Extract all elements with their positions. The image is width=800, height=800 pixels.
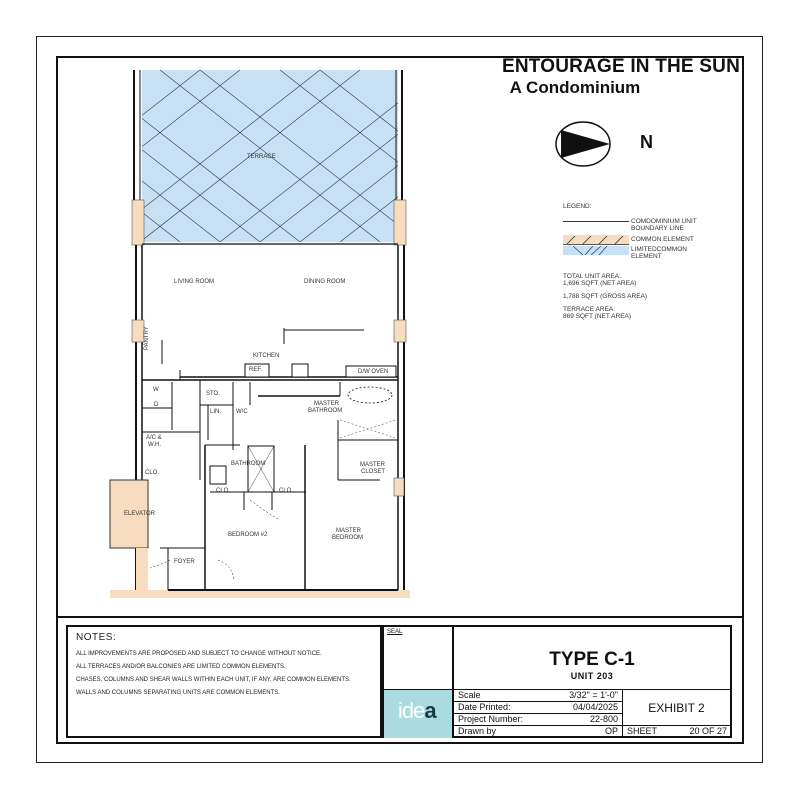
project-number-row: Project Number: 22-800 (454, 713, 622, 725)
legend-label: BOUNDARY LINE (631, 225, 684, 232)
notes-title: NOTES: (76, 632, 117, 643)
appliance-ref: REF. (249, 367, 263, 373)
title-block-info: Scale 3/32" = 1'-0" Date Printed: 04/04/20… (454, 689, 622, 737)
row-value: 22-800 (589, 714, 618, 724)
appliance-dw-oven: D/W OVEN (358, 369, 389, 375)
gross-area: 1,788 SQFT (GROSS AREA) (563, 293, 648, 300)
terrace-area-label: TERRACE AREA: (563, 306, 616, 313)
row-value: 04/04/2025 (572, 702, 618, 712)
room-dryer: D (154, 402, 159, 408)
legend: LEGEND: COMDOMINIUM UNIT BOUNDARY LINE C… (563, 203, 743, 333)
row-key: Drawn by (458, 726, 497, 736)
note-item: CHASES, COLUMNS AND SHEAR WALLS WITHIN E… (76, 677, 351, 683)
sheet-label: SHEET (627, 726, 658, 736)
legend-label: LIMITEDCOMMON (631, 246, 687, 253)
room-closet-3: CLO. (279, 488, 294, 494)
note-item: ALL IMPROVEMENTS ARE PROPOSED AND SUBJEC… (76, 651, 322, 657)
title-block: SEAL idea TYPE C-1 UNIT 203 Scale 3/32" =… (382, 625, 732, 738)
unit-type: TYPE C-1 (549, 649, 635, 670)
total-area-label: TOTAL UNIT AREA: (563, 273, 621, 280)
drawn-by-row: Drawn by OP (454, 725, 622, 737)
room-master-bath-2: BATHROOM (308, 408, 343, 414)
sheet-number: SHEET 20 OF 27 (622, 725, 730, 738)
logo-text-accent: a (424, 698, 436, 723)
project-subtitle: A Condominium (509, 78, 641, 97)
room-elevator: ELEVATOR (124, 511, 156, 517)
room-foyer: FOYER (174, 559, 195, 565)
row-value: OP (604, 726, 618, 736)
net-area: 1,696 SQFT (NET AREA) (563, 280, 637, 287)
note-item: ALL TERRACES AND/OR BALCONIES ARE LIMITE… (76, 664, 286, 670)
unit-type-box: TYPE C-1 UNIT 203 (454, 627, 730, 689)
terrace-area: 869 SQFT (NET AREA) (563, 313, 632, 320)
room-ac-wh-2: W.H. (148, 442, 161, 448)
room-pantry: PANTRY (144, 326, 150, 350)
north-arrow: N (554, 120, 664, 175)
room-closet-2: CLO. (216, 488, 231, 494)
limited-common-swatch (563, 245, 629, 256)
room-master-closet-1: MASTER (360, 462, 386, 468)
floor-plan: TERRACE LIVING ROOM DINING ROOM KITCHEN … (100, 60, 420, 610)
room-closet-1: CLO. (145, 470, 160, 476)
scale-row: Scale 3/32" = 1'-0" (454, 689, 622, 701)
row-key: Project Number: (458, 714, 524, 724)
outer-border (36, 36, 763, 763)
room-washer: W (153, 387, 159, 393)
title-block-separator (56, 616, 744, 618)
row-key: Scale (458, 690, 481, 700)
firm-logo: idea (384, 689, 454, 738)
room-bedroom-2: BEDROOM #2 (228, 532, 268, 538)
legend-label: COMDOMINIUM UNIT (631, 218, 697, 225)
room-master-bedroom-2: BEDROOM (332, 535, 364, 541)
room-dining: DINING ROOM (304, 279, 346, 285)
room-bathroom: BATHROOM (231, 461, 266, 467)
project-title: ENTOURAGE IN THE SUN (501, 56, 740, 77)
room-ac-wh-1: A/C & (146, 435, 162, 441)
room-wc: W/C (236, 409, 248, 415)
seal-box: SEAL (384, 627, 454, 689)
room-master-bath-1: MASTER (314, 401, 340, 407)
common-element-swatch (563, 235, 629, 245)
row-key: Date Printed: (458, 702, 511, 712)
unit-number: UNIT 203 (570, 671, 614, 681)
sheet-value: 20 OF 27 (689, 726, 727, 736)
notes-box: NOTES: ALL IMPROVEMENTS ARE PROPOSED AND… (66, 625, 382, 738)
drawing-frame (56, 56, 744, 744)
north-label: N (640, 132, 653, 152)
room-storage: STO. (206, 391, 220, 397)
north-arrow-icon (555, 121, 611, 167)
logo-text: ide (398, 698, 425, 723)
boundary-line-swatch (563, 221, 629, 222)
room-terrace: TERRACE (247, 154, 276, 160)
date-row: Date Printed: 04/04/2025 (454, 701, 622, 713)
exhibit-label: EXHIBIT 2 (622, 689, 730, 725)
room-kitchen: KITCHEN (253, 353, 280, 359)
legend-label: COMMON ELEMENT (631, 236, 694, 243)
legend-label: ELEMENT (631, 253, 662, 260)
room-master-closet-2: CLOSET (361, 469, 386, 475)
room-linen: LIN. (210, 409, 222, 415)
room-living: LIVING ROOM (174, 279, 215, 285)
row-value: 3/32" = 1'-0" (569, 690, 618, 700)
room-master-bedroom-1: MASTER (336, 528, 362, 534)
note-item: WALLS AND COLUMNS SEPARATING UNITS ARE C… (76, 690, 280, 696)
legend-title: LEGEND: (563, 203, 592, 210)
floor-plan-drawing (109, 70, 410, 598)
